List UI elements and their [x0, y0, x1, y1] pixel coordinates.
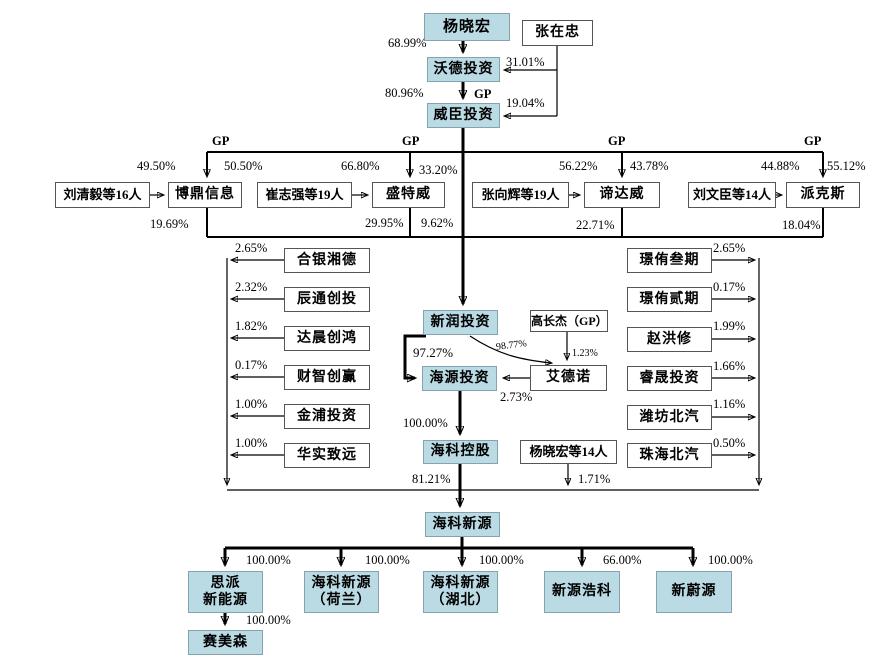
spine-lines — [225, 41, 693, 624]
pct-hkxy-haoke: 66.00% — [603, 553, 642, 567]
gp-label-didawei: GP — [608, 134, 626, 148]
node-dachen-chuanghong: 达晨创鸿 — [284, 326, 370, 351]
node-shengtewei: 盛特威 — [372, 182, 445, 208]
pct-zhang-weichen: 19.04% — [506, 96, 545, 110]
node-wode-investment: 沃德投资 — [427, 57, 500, 82]
node-jingyou-phase3: 璟侑叁期 — [627, 248, 712, 273]
node-boding-xinxi: 博鼎信息 — [168, 182, 242, 208]
pct-ruisheng: 1.66% — [713, 359, 746, 373]
node-zhuhai-beiqi: 珠海北汽 — [627, 443, 712, 468]
pct-weichen-shengtewei: 33.20% — [419, 163, 458, 177]
pct-chentong: 2.32% — [235, 280, 268, 294]
node-heyin-xiangde: 合银湘德 — [284, 248, 370, 273]
node-haike-xinyuan-hubei: 海科新源（湖北） — [423, 571, 498, 613]
node-yang-xiaohong-14: 杨晓宏等14人 — [520, 440, 617, 464]
pct-weichen-xinrun: 9.62% — [421, 216, 454, 230]
pct-jinpu: 1.00% — [235, 397, 268, 411]
pct-hkxy-xinweiyuan: 100.00% — [708, 553, 753, 567]
pct-xinrun-haiyuan: 97.27% — [413, 345, 454, 360]
node-caizhi-chuangying: 财智创赢 — [284, 365, 370, 390]
pct-liu-boding: 49.50% — [137, 159, 176, 173]
node-paikesi: 派克斯 — [786, 182, 860, 208]
pct-haiyuan-haike: 100.00% — [403, 416, 448, 430]
pct-haike-hkxy: 81.21% — [412, 472, 451, 486]
pct-zhao: 1.99% — [713, 319, 746, 333]
node-gao-changjie-gp: 高长杰（GP） — [530, 310, 608, 332]
pct-hkxy-hubei: 100.00% — [479, 553, 524, 567]
pct-caizhi: 0.17% — [235, 358, 268, 372]
node-yang-xiaohong: 杨晓宏 — [424, 13, 510, 41]
node-jingyou-phase2: 璟侑贰期 — [627, 287, 712, 312]
node-aidenuo: 艾德诺 — [530, 365, 607, 391]
pct-weichen-didawei: 43.78% — [630, 159, 669, 173]
node-sipai-xinnengyuan: 思派新能源 — [188, 571, 263, 613]
pct-didawei-xinrun: 22.71% — [576, 218, 615, 232]
pct-dachen: 1.82% — [235, 319, 268, 333]
pct-zhang-wode: 31.01% — [506, 55, 545, 69]
node-jinpu-investment: 金浦投资 — [284, 404, 370, 429]
node-ruisheng-investment: 睿晟投资 — [627, 366, 712, 391]
shareholder-lines — [150, 46, 781, 491]
pct-cui-shengtewei: 66.80% — [341, 159, 380, 173]
node-liu-wenchen-14: 刘文臣等14人 — [688, 182, 776, 208]
pct-gao-aidenuo: 1.23% — [572, 348, 598, 359]
node-haiyuan-investment: 海源投资 — [422, 366, 497, 391]
node-zhang-zaizhong: 张在忠 — [522, 20, 593, 46]
node-cui-zhiqiang-19: 崔志强等19人 — [257, 182, 352, 208]
pct-heyin: 2.65% — [235, 241, 268, 255]
node-weichen-investment: 威臣投资 — [427, 103, 500, 128]
pct-weichen-paikesi: 55.12% — [827, 159, 866, 173]
gp-label-boding: GP — [212, 134, 230, 148]
pct-yang14-hkxy: 1.71% — [578, 472, 611, 486]
node-didawei: 谛达威 — [584, 182, 660, 208]
pct-zhangxh-didawei: 56.22% — [559, 159, 598, 173]
pct-liuwc-paikesi: 44.88% — [761, 159, 800, 173]
node-xinweiyuan: 新蔚源 — [656, 571, 732, 613]
pct-yang-wode: 68.99% — [388, 36, 427, 50]
pct-shengtewei-xinrun: 29.95% — [365, 216, 404, 230]
pct-paikesi-xinrun: 18.04% — [782, 218, 821, 232]
pct-jingyou2: 0.17% — [713, 280, 746, 294]
pct-hkxy-helan: 100.00% — [365, 553, 410, 567]
node-xinyuan-haoke: 新源浩科 — [544, 571, 620, 613]
pct-sipai-saimeisen: 100.00% — [246, 613, 291, 627]
pct-jingyou3: 2.65% — [713, 241, 746, 255]
node-haike-xinyuan: 海科新源 — [425, 512, 500, 537]
pct-weichen-boding: 50.50% — [224, 159, 263, 173]
gp-partnership-lines — [207, 151, 823, 238]
node-chentong-chuangtou: 辰通创投 — [284, 287, 370, 312]
gp-label-shengtewei: GP — [402, 134, 420, 148]
node-huashi-zhiyuan: 华实致远 — [284, 443, 370, 468]
pct-weifang: 1.16% — [713, 397, 746, 411]
node-saimeisen: 赛美森 — [188, 630, 263, 655]
pct-zhuhai: 0.50% — [713, 436, 746, 450]
pct-huashi: 1.00% — [235, 436, 268, 450]
gp-label-wode-weichen: GP — [474, 87, 492, 101]
pct-wode-weichen: 80.96% — [385, 86, 424, 100]
node-xinrun-investment: 新润投资 — [423, 310, 498, 335]
pct-hkxy-sipai: 100.00% — [246, 553, 291, 567]
pct-aidenuo-haiyuan: 2.73% — [500, 390, 533, 404]
node-weifang-beiqi: 潍坊北汽 — [627, 405, 712, 430]
pct-boding-xinrun: 19.69% — [150, 217, 189, 231]
node-zhang-xianghui-19: 张向辉等19人 — [472, 182, 569, 208]
gp-label-paikesi: GP — [804, 134, 822, 148]
node-haike-holding: 海科控股 — [423, 440, 498, 464]
node-zhao-hongxiu: 赵洪修 — [627, 327, 712, 352]
node-haike-xinyuan-netherlands: 海科新源（荷兰） — [304, 571, 379, 613]
node-liu-qingyi-16: 刘清毅等16人 — [55, 182, 150, 208]
